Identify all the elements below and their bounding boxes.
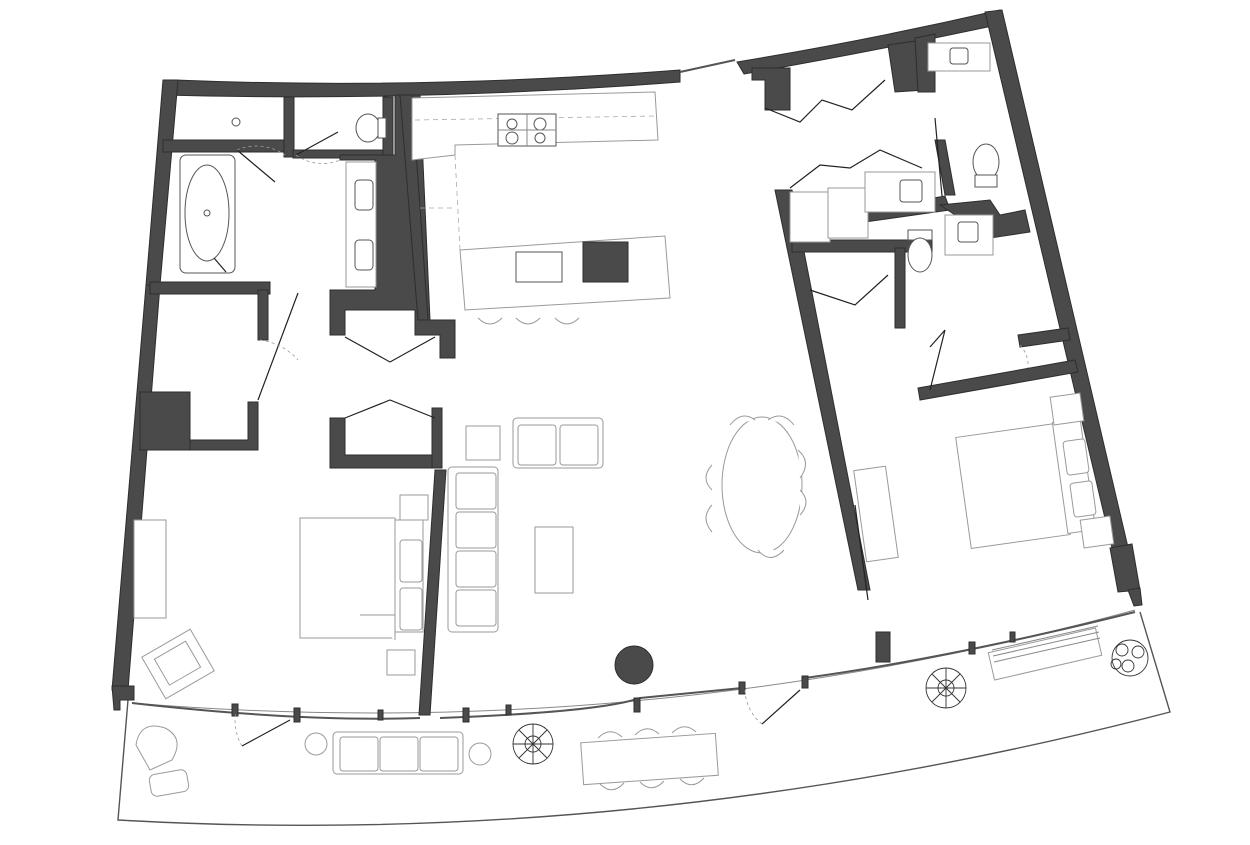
wall-top-left — [162, 69, 681, 98]
kitchen-island — [459, 235, 671, 311]
terrace-ottoman — [148, 769, 190, 797]
wall-wc-right-div — [934, 139, 956, 196]
wall-right-bedroom-left — [774, 189, 871, 591]
wall-right-base — [1127, 587, 1143, 607]
bedroom-left — [133, 494, 429, 700]
wall-wc-left — [283, 96, 295, 158]
exterior-walls — [111, 9, 1143, 711]
wall-closet-top — [149, 281, 271, 295]
mullion — [462, 707, 470, 723]
terrace-side-table — [304, 732, 328, 756]
mullion — [801, 675, 809, 689]
master-bath — [179, 113, 387, 288]
bed-right — [955, 423, 1071, 549]
terrace-sofa — [332, 731, 464, 775]
dryer — [827, 187, 869, 239]
wall-right-closet — [751, 67, 791, 111]
kitchen — [411, 91, 671, 325]
bar-stools — [477, 317, 580, 325]
glazing — [131, 59, 1136, 723]
planter-2 — [925, 667, 967, 709]
cooktop — [497, 113, 557, 147]
side-table — [465, 425, 501, 461]
mullion — [633, 697, 641, 713]
wall-left-lower — [111, 284, 161, 691]
wall-bath2-bottom — [917, 359, 1079, 401]
bedroom-right — [853, 392, 1115, 563]
bath-right-upper — [927, 42, 1000, 188]
wall-bedroom-left — [418, 469, 447, 716]
bath-right-lower — [907, 214, 994, 273]
wall-kitchen-left — [399, 94, 429, 321]
terrace-dining — [580, 726, 719, 791]
coffee-table — [534, 526, 574, 594]
dining-table — [721, 416, 803, 554]
nightstand-right — [1079, 515, 1115, 549]
wall-right-pier — [1109, 543, 1141, 593]
washer — [789, 191, 831, 243]
toilet-left — [355, 113, 387, 143]
terrace-furniture — [135, 625, 1149, 797]
planter-1 — [512, 723, 554, 765]
nightstand — [399, 494, 429, 521]
nightstand-right — [1049, 392, 1085, 426]
dining-set — [705, 415, 807, 558]
toilet-right-upper — [972, 143, 1000, 188]
mullion — [293, 707, 301, 723]
toilet-right-lower — [907, 229, 933, 273]
column-round — [614, 645, 654, 685]
wall-bath2-stub — [1017, 327, 1071, 348]
wall-left-base — [111, 685, 135, 711]
armchair-left — [141, 628, 215, 700]
laundry — [789, 171, 936, 243]
sofa — [447, 466, 499, 633]
terrace-bench — [987, 625, 1103, 681]
wall-left-upper — [145, 79, 179, 286]
nightstand — [386, 649, 416, 676]
wall-bath-divider — [162, 139, 294, 153]
mullion — [377, 709, 384, 721]
wall-bath2-left — [894, 247, 906, 329]
wall-wc-bottom — [292, 149, 384, 159]
column-terrace — [875, 631, 891, 663]
wall-closet2 — [329, 417, 436, 469]
doors — [234, 79, 1029, 747]
living-room — [447, 415, 807, 685]
planter-3 — [1110, 639, 1149, 677]
wall-closet-stub — [257, 289, 269, 341]
mullion — [231, 703, 239, 717]
mullion — [1009, 631, 1016, 643]
island-appliance — [582, 241, 629, 283]
loveseat — [512, 417, 604, 469]
mullion — [738, 681, 746, 695]
wall-closet-solid — [139, 391, 191, 451]
shower-drain — [231, 117, 241, 127]
island-sink — [515, 251, 563, 283]
dresser — [133, 519, 167, 619]
wall-closet2-right — [431, 407, 443, 469]
terrace-side-table — [468, 742, 492, 766]
dresser-right — [853, 465, 899, 563]
mullion — [505, 704, 512, 716]
terrace-lounge-chair — [135, 725, 178, 771]
mullion — [968, 641, 976, 655]
